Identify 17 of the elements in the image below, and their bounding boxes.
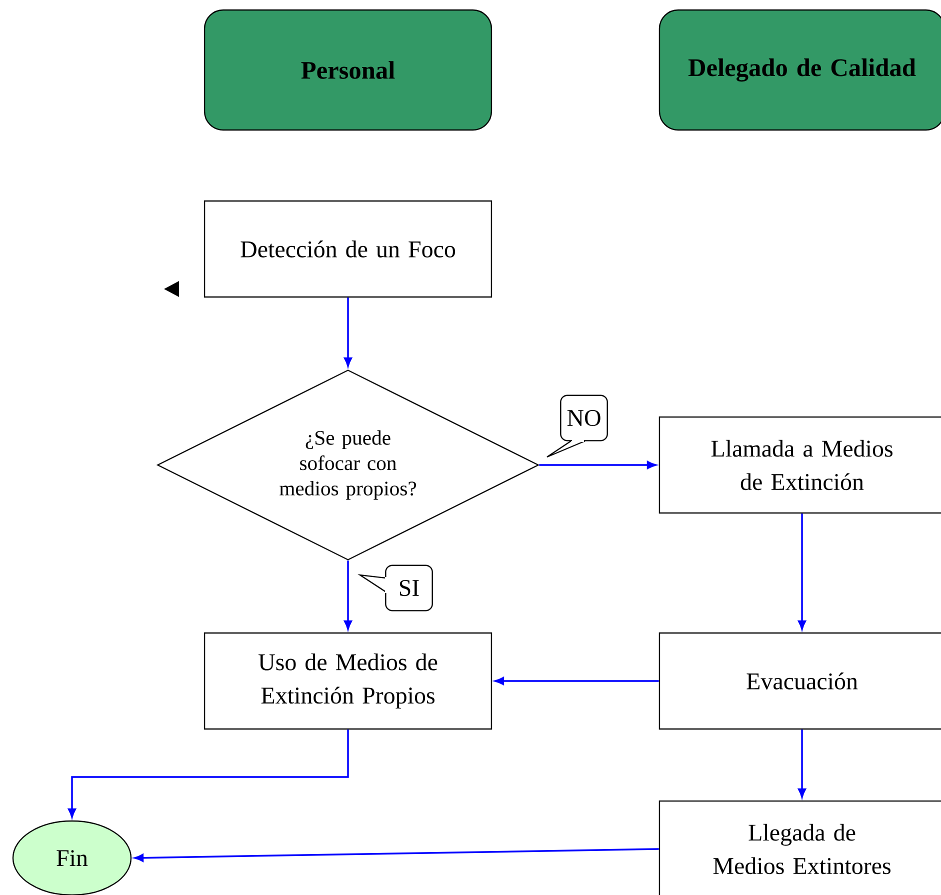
arrow <box>494 677 659 685</box>
arrow <box>344 298 352 367</box>
lane-header: Personal <box>204 9 492 131</box>
arrow <box>798 730 806 798</box>
arrow <box>134 848 659 862</box>
callout: SI <box>358 564 433 612</box>
process-box: Detección de un Foco <box>204 200 492 298</box>
arrow <box>539 461 656 469</box>
arrow <box>68 730 349 818</box>
arrow <box>344 560 352 630</box>
callout: NO <box>546 394 608 458</box>
lane-header: Delegado de Calidad <box>658 9 941 131</box>
process-box: Uso de Medios de Extinción Propios <box>204 632 492 730</box>
process-box: Evacuación <box>658 632 941 730</box>
process-box: Llegada de Medios Extintores <box>658 800 941 895</box>
process-box: Llamada a Medios de Extinción <box>658 416 941 514</box>
arrow <box>798 514 806 630</box>
